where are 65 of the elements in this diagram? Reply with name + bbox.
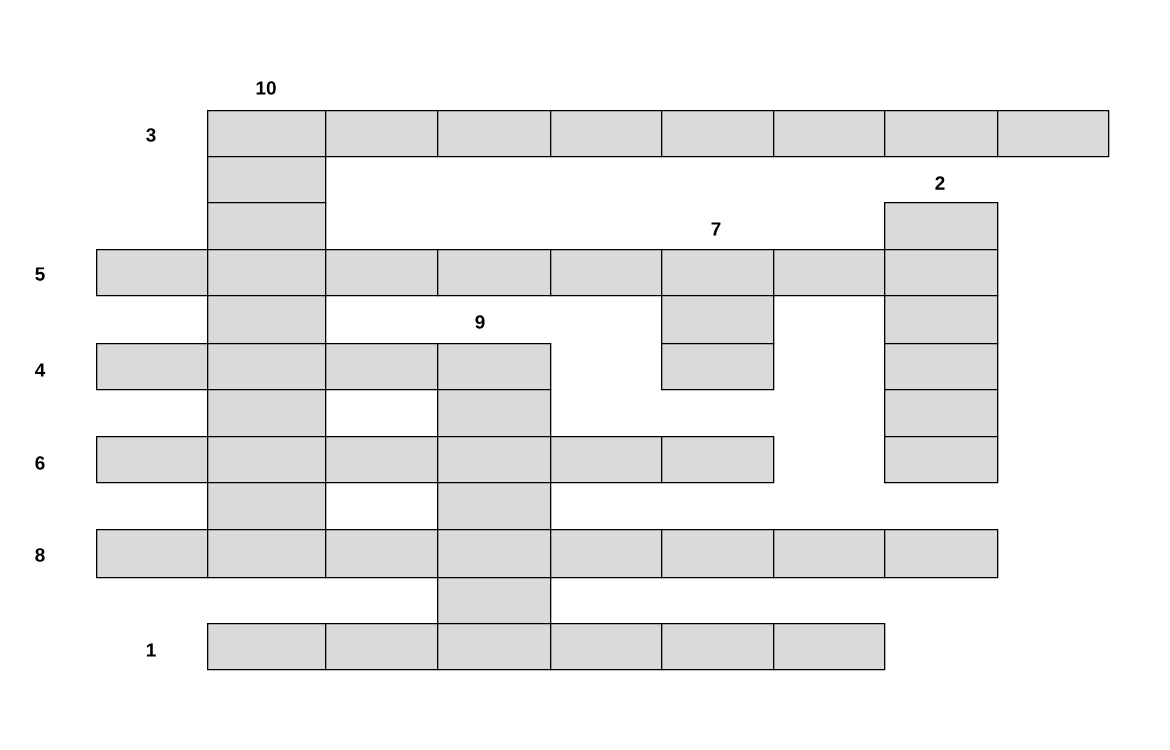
crossword-cell — [884, 529, 999, 579]
clue-number: 1 — [146, 643, 156, 657]
crossword-cell — [437, 249, 552, 297]
crossword-cell — [437, 389, 552, 438]
crossword-cell — [773, 623, 886, 671]
crossword-cell — [884, 249, 999, 297]
crossword-cell — [773, 249, 886, 297]
clue-number: 5 — [35, 267, 45, 281]
crossword-cell — [661, 623, 775, 671]
crossword-cell — [207, 249, 327, 297]
clue-number: 3 — [146, 128, 156, 142]
crossword-cell — [661, 295, 775, 345]
crossword-cell — [96, 249, 209, 297]
crossword-cell — [773, 529, 886, 579]
crossword-cell — [437, 436, 552, 484]
crossword-cell — [661, 110, 775, 158]
crossword-cell — [884, 389, 999, 438]
crossword-cell — [96, 343, 209, 391]
crossword-cell — [661, 436, 775, 484]
clue-number: 10 — [256, 81, 276, 95]
clue-number: 2 — [935, 176, 945, 190]
crossword-cell — [773, 110, 886, 158]
crossword-cell — [661, 249, 775, 297]
crossword-cell — [207, 343, 327, 391]
clue-number: 7 — [711, 222, 721, 236]
crossword-cell — [884, 202, 999, 251]
crossword-cell — [550, 623, 663, 671]
crossword-cell — [207, 529, 327, 579]
crossword-cell — [207, 156, 327, 204]
clue-number: 8 — [35, 548, 45, 562]
clue-number: 6 — [35, 456, 45, 470]
crossword-cell — [325, 436, 439, 484]
crossword-cell — [884, 343, 999, 391]
crossword-cell — [550, 529, 663, 579]
crossword-cell — [207, 295, 327, 345]
clue-number: 9 — [475, 315, 485, 329]
crossword-cell — [96, 436, 209, 484]
crossword-cell — [884, 295, 999, 345]
crossword-cell — [325, 110, 439, 158]
crossword-cell — [207, 623, 327, 671]
crossword-cell — [550, 110, 663, 158]
crossword-cell — [884, 436, 999, 484]
crossword-cell — [207, 482, 327, 531]
crossword-cell — [207, 202, 327, 251]
crossword-cell — [661, 343, 775, 391]
crossword-cell — [437, 343, 552, 391]
crossword-cell — [550, 249, 663, 297]
crossword-cell — [997, 110, 1110, 158]
crossword-cell — [325, 529, 439, 579]
crossword-cell — [661, 529, 775, 579]
crossword-cell — [96, 529, 209, 579]
crossword-cell — [207, 389, 327, 438]
crossword-cell — [325, 343, 439, 391]
crossword-cell — [437, 623, 552, 671]
crossword-cell — [437, 110, 552, 158]
crossword-cell — [325, 249, 439, 297]
crossword-cell — [437, 529, 552, 579]
crossword-cell — [437, 482, 552, 531]
clue-number: 4 — [35, 363, 46, 377]
crossword-cell — [884, 110, 999, 158]
crossword-cell — [550, 436, 663, 484]
crossword-cell — [325, 623, 439, 671]
crossword-cell — [207, 110, 327, 158]
crossword-cell — [207, 436, 327, 484]
crossword-cell — [437, 577, 552, 625]
